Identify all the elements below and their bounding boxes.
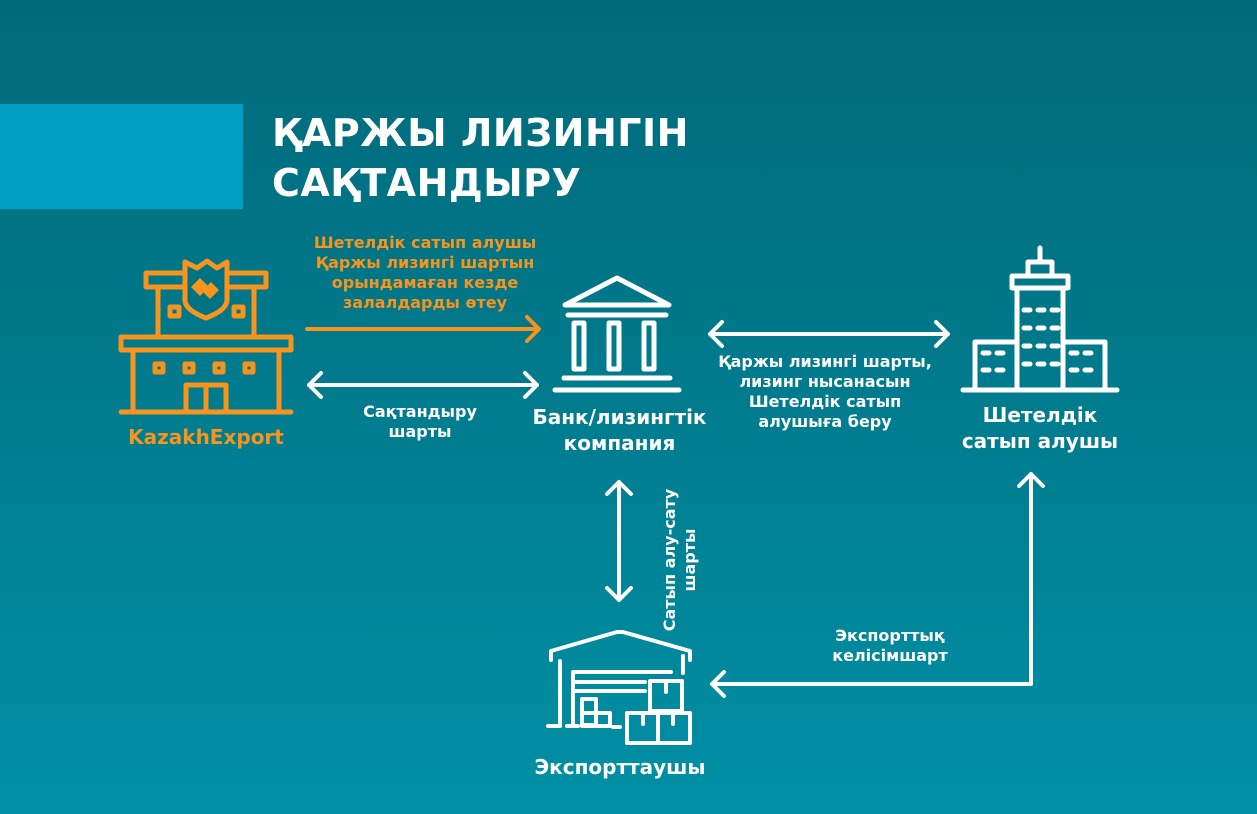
sale-line: шарты [680,528,699,592]
buyer-line: сатып алушы [961,429,1119,453]
leasing-line: Шетелдік сатып [748,392,902,411]
insurance-arrow [307,371,539,399]
bank-line: Банк/лизингтік [532,405,707,429]
skyscraper-icon [960,245,1120,393]
compensation-line: орындамаған кезде [331,273,519,292]
leasing-label: Қаржы лизингі шарты, лизинг нысанасын Ше… [710,352,940,432]
compensation-line: залалдарды өтеу [342,293,507,312]
compensation-arrow [305,315,541,343]
title-line-2: САҚТАНДЫРУ [272,161,582,205]
title-accent-band [0,104,243,209]
insurance-line: шарты [388,422,452,441]
compensation-line: Шетелдік сатып алушы [313,233,537,252]
page-title: ҚАРЖЫ ЛИЗИНГІН САҚТАНДЫРУ [272,108,689,208]
warehouse-icon [546,630,692,745]
insurance-label: Сақтандыру шарты [330,402,510,442]
export-contract-line: келісімшарт [832,646,948,665]
leasing-line: лизинг нысанасын [739,372,911,391]
export-arrow [710,472,1045,698]
exporter-label: Экспорттаушы [534,755,706,779]
export-contract-label: Экспорттық келісімшарт [800,626,980,666]
export-contract-line: Экспорттық [835,626,945,645]
kazakhexport-building-icon [118,258,294,415]
diamond-logo-icon [191,278,219,299]
sale-line: Сатып алу-сату [660,488,679,632]
buyer-label: Шетелдік сатып алушы [950,402,1130,454]
sale-label: Сатып алу-сату шарты [660,480,700,640]
compensation-line: Қаржы лизингі шартын [315,253,535,272]
bank-line: компания [563,431,676,455]
leasing-line: алушыға беру [758,412,892,431]
kazakhexport-label: KazakhExport [128,425,284,449]
buyer-line: Шетелдік [982,403,1098,427]
title-line-1: ҚАРЖЫ ЛИЗИНГІН [272,111,689,155]
compensation-label: Шетелдік сатып алушы Қаржы лизингі шарты… [290,233,560,313]
bank-label: Банк/лизингтік компания [517,404,722,456]
bank-icon [552,275,682,393]
insurance-line: Сақтандыру [363,402,477,421]
leasing-line: Қаржы лизингі шарты, [718,352,932,371]
leasing-arrow [708,320,950,348]
sale-arrow [605,480,633,602]
